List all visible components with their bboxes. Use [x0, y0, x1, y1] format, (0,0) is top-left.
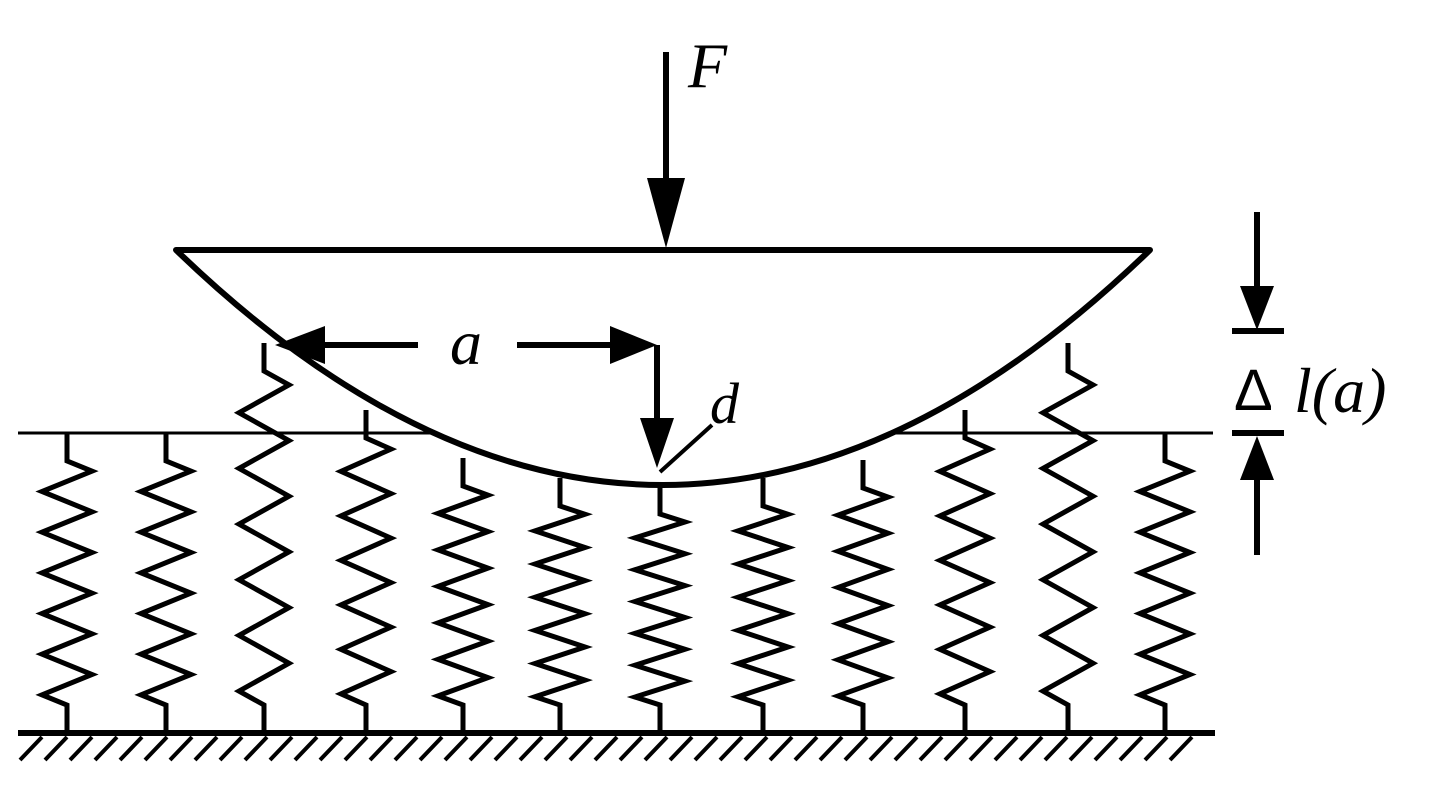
ground-hatch-mark	[318, 735, 344, 762]
spring	[1037, 343, 1099, 733]
ground-hatch-mark	[243, 735, 269, 762]
ground-hatch-mark	[268, 735, 294, 762]
ground-hatch-mark	[593, 735, 619, 762]
ground-hatch-mark	[493, 735, 519, 762]
ground-hatch-mark	[693, 735, 719, 762]
spring	[233, 343, 295, 733]
ground-hatch-mark	[43, 735, 69, 762]
ground-hatch-mark	[368, 735, 394, 762]
radius-label: a	[450, 307, 482, 378]
ground-hatch-mark	[893, 735, 919, 762]
ground-hatch-mark	[643, 735, 669, 762]
ground-hatch-mark	[468, 735, 494, 762]
ground	[18, 730, 1215, 762]
ground-hatch-mark	[1168, 735, 1194, 762]
radius-dimension	[275, 326, 657, 364]
spring	[730, 478, 796, 733]
ground-hatch-mark	[68, 735, 94, 762]
ground-hatch-mark	[1118, 735, 1144, 762]
ground-hatch-mark	[143, 735, 169, 762]
ground-hatch-mark	[1093, 735, 1119, 762]
ground-hatch-mark	[18, 735, 44, 762]
ground-hatch-mark	[1043, 735, 1069, 762]
ground-hatch-mark	[768, 735, 794, 762]
ground-hatch-mark	[718, 735, 744, 762]
spring	[626, 486, 694, 733]
ground-hatch-mark	[618, 735, 644, 762]
spring	[933, 410, 997, 733]
ground-hatch-mark	[218, 735, 244, 762]
ground-hatch-mark	[743, 735, 769, 762]
ground-hatch-mark	[943, 735, 969, 762]
spring	[334, 410, 398, 733]
ground-hatch-mark	[293, 735, 319, 762]
delta-l-dimension	[1232, 212, 1284, 555]
ground-hatch-mark	[793, 735, 819, 762]
ground-hatch-mark	[443, 735, 469, 762]
depth-arrow	[640, 345, 714, 474]
spring	[430, 458, 496, 733]
ground-hatch-mark	[543, 735, 569, 762]
indenter-body	[173, 247, 1153, 488]
ground-hatch-mark	[393, 735, 419, 762]
ground-hatch-mark	[93, 735, 119, 762]
ground-hatch-mark	[668, 735, 694, 762]
ground-hatch-mark	[918, 735, 944, 762]
spring-bed	[35, 343, 1197, 733]
ground-hatch-mark	[343, 735, 369, 762]
depth-label: d	[710, 371, 740, 436]
ground-hatch-mark	[843, 735, 869, 762]
ground-hatching	[18, 735, 1194, 762]
ground-hatch-mark	[1068, 735, 1094, 762]
ground-hatch-mark	[1018, 735, 1044, 762]
depth-leader-line	[658, 423, 714, 474]
force-arrow	[647, 52, 685, 248]
spring	[134, 433, 198, 733]
ground-hatch-mark	[418, 735, 444, 762]
ground-hatch-mark	[118, 735, 144, 762]
ground-hatch-mark	[968, 735, 994, 762]
spring	[527, 478, 593, 733]
spring	[830, 460, 896, 733]
ground-hatch-mark	[193, 735, 219, 762]
ground-hatch-mark	[868, 735, 894, 762]
ground-hatch-mark	[993, 735, 1019, 762]
delta-symbol: Δ	[1234, 358, 1273, 423]
force-label: F	[687, 30, 728, 101]
delta-length-label: l(a)	[1294, 355, 1386, 426]
ground-hatch-mark	[568, 735, 594, 762]
spring	[35, 433, 99, 733]
ground-hatch-mark	[518, 735, 544, 762]
spring	[1133, 433, 1197, 733]
ground-hatch-mark	[818, 735, 844, 762]
ground-hatch-mark	[168, 735, 194, 762]
ground-hatch-mark	[1143, 735, 1169, 762]
